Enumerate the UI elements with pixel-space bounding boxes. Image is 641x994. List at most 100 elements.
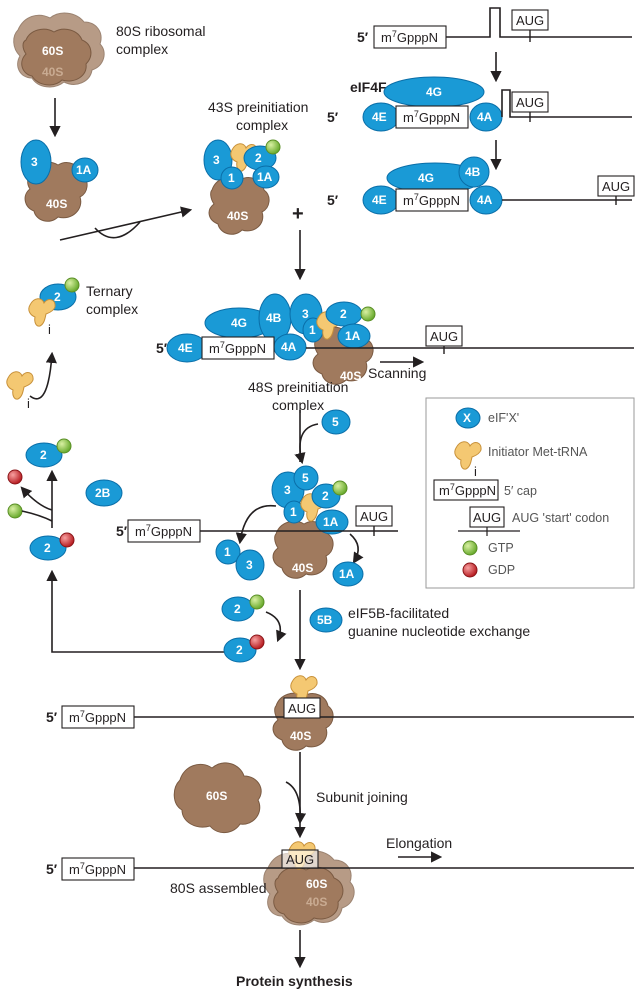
svg-text:1A: 1A <box>323 515 339 529</box>
eif4g-row2-label: 4G <box>426 85 442 99</box>
plus-sign: + <box>292 203 304 225</box>
eif1a-oval <box>71 157 99 183</box>
arrow-release-left <box>235 504 277 545</box>
aug-text-aug: AUG <box>360 509 388 524</box>
svg-text:2: 2 <box>234 602 241 616</box>
released-eif1a-label: 1A <box>339 567 355 581</box>
gtp-43s <box>265 139 281 155</box>
eif2-gtp: 2 <box>25 438 72 468</box>
five-prime-80s: 5′ <box>46 861 58 877</box>
cap-text-48s: m7GpppN <box>209 340 266 356</box>
legend-trna-sub: i <box>474 464 477 479</box>
legend-x-symbol: X <box>463 411 471 425</box>
pre48-title: 48S preinitiation <box>248 379 348 395</box>
ribo80-title: 80S ribosomal <box>116 23 206 39</box>
exchange-label-2: guanine nucleotide exchange <box>348 623 530 639</box>
exchange-cycle-left: 2B <box>7 469 123 528</box>
released-eif3 <box>235 549 265 581</box>
legend-gdp-text: GDP <box>488 563 515 577</box>
ternary-title: Ternary <box>86 283 133 299</box>
mrna-line-2 <box>501 89 632 118</box>
protein-synthesis-label: Protein synthesis <box>236 973 353 989</box>
mrna-row-3: 4G 4B 4E 4A 5′ m7GpppN AUG <box>327 156 635 215</box>
svg-text:2: 2 <box>40 448 47 462</box>
cap-text-3: m7GpppN <box>403 192 460 208</box>
svg-text:i: i <box>27 396 30 411</box>
complex-43s: 40S 3 2 1 1A <box>203 139 281 235</box>
mrna-row-1: 5′ m7GpppN AUG <box>357 7 632 49</box>
ribosome-80s-assembled: 60S 40S <box>263 841 355 926</box>
legend-gdp-icon <box>462 562 478 578</box>
eif1a-label: 1A <box>76 163 92 177</box>
five-prime-2: 5′ <box>327 109 339 125</box>
svg-text:1A: 1A <box>345 329 361 343</box>
legend-gtp-text: GTP <box>488 541 514 555</box>
label-40s-assembled: 40S <box>306 895 327 909</box>
svg-text:2: 2 <box>236 643 243 657</box>
svg-text:40S: 40S <box>292 561 313 575</box>
eif5b-oval <box>309 607 343 633</box>
cap-text-2: m7GpppN <box>403 109 460 125</box>
label-60s: 60S <box>42 44 63 58</box>
eif3-43s-label: 3 <box>213 153 220 167</box>
cap-text-80s: m7GpppN <box>69 861 126 877</box>
five-prime-3: 5′ <box>327 192 339 208</box>
aug-text-3: AUG <box>602 179 630 194</box>
eif4b-row3-label: 4B <box>465 165 481 179</box>
svg-text:4G: 4G <box>231 316 247 330</box>
gdp-out <box>7 469 23 485</box>
legend-cap-symbol: m7GpppN <box>439 482 496 498</box>
aug-text-80s: AUG <box>286 852 314 867</box>
legend-aug-symbol: AUG <box>473 510 501 525</box>
five-prime-48s: 5′ <box>156 340 168 356</box>
five-prime-aug: 5′ <box>116 523 128 539</box>
label-40s: 40S <box>42 65 63 79</box>
eif5b-label: 5B <box>317 613 333 627</box>
svg-text:2: 2 <box>340 307 347 321</box>
label-40s-b: 40S <box>46 197 67 211</box>
eif4e-row3-label: 4E <box>372 193 387 207</box>
cap-text-aug: m7GpppN <box>135 523 192 539</box>
eif1a-43s-label: 1A <box>257 170 273 184</box>
svg-text:4B: 4B <box>266 311 282 325</box>
eif4a-row3-label: 4A <box>477 193 493 207</box>
mrna-row-2: eIF4F 4G 4E 4A 5′ m7GpppN AUG <box>327 76 632 132</box>
cap-box-3 <box>395 188 469 212</box>
eif2-gdp: 2 <box>29 532 75 561</box>
arrow-eif5 <box>294 423 319 465</box>
svg-text:40S: 40S <box>290 729 311 743</box>
label-60s-assembled: 60S <box>306 877 327 891</box>
label-60s-free: 60S <box>206 789 227 803</box>
label-40s-43s: 40S <box>227 209 248 223</box>
five-prime-1: 5′ <box>357 29 369 45</box>
legend-factor-text: eIF'X' <box>488 411 519 425</box>
eif2-gdp-exchange: 2 <box>223 634 265 663</box>
ribo80-title-2: complex <box>116 41 168 57</box>
eif3-oval <box>20 139 52 185</box>
eif2b-label: 2B <box>95 486 111 500</box>
svg-text:2: 2 <box>322 489 329 503</box>
released-eif1-label: 1 <box>224 545 231 559</box>
eif2-gtp-exchange: 2 <box>221 594 265 622</box>
svg-text:2: 2 <box>54 290 61 304</box>
pre43-title-2: complex <box>236 117 288 133</box>
legend-cap-icon <box>433 479 499 501</box>
legend: X eIF'X' i Initiator Met-tRNA m7GpppN 5′… <box>425 397 635 589</box>
eif5-oval <box>321 409 351 435</box>
gtp-in <box>7 503 23 519</box>
eif4g-row3-label: 4G <box>418 171 434 185</box>
eif4a-row2-label: 4A <box>477 110 493 124</box>
ribosome-80s-top: 60S 40S <box>13 12 105 88</box>
exchange-label-1: eIF5B-facilitated <box>348 605 449 621</box>
cap-box-80s <box>61 857 135 881</box>
arrow-release-right <box>349 533 364 564</box>
legend-gtp-icon <box>462 540 478 556</box>
cap-text-1: m7GpppN <box>381 29 438 45</box>
legend-trna-text: Initiator Met-tRNA <box>488 445 588 459</box>
pre43-title: 43S preinitiation <box>208 99 308 115</box>
svg-text:4A: 4A <box>281 340 297 354</box>
eif4e-row2-label: 4E <box>372 110 387 124</box>
aug-text-1: AUG <box>516 13 544 28</box>
arrow-return-left <box>46 569 240 653</box>
eif2-43s-label: 2 <box>255 151 262 165</box>
